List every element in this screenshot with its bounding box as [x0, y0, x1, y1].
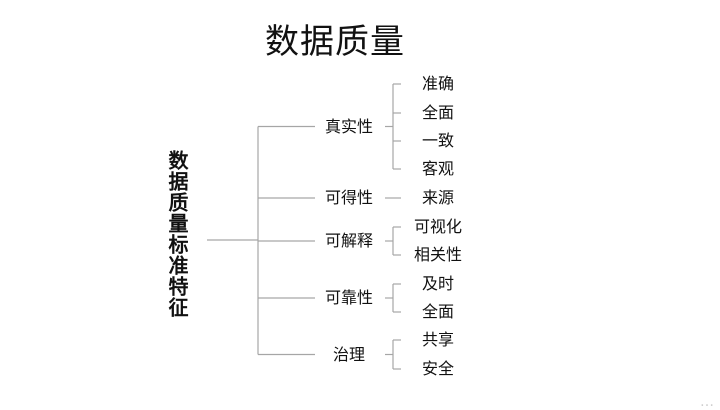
- branch-label: 可得性: [324, 188, 373, 207]
- child-label: 相关性: [413, 245, 462, 264]
- branch-label: 可靠性: [324, 288, 373, 307]
- child-label: 全面: [421, 302, 454, 321]
- watermark: …: [700, 394, 714, 410]
- child-label: 共享: [421, 330, 454, 349]
- child-label: 可视化: [413, 217, 462, 236]
- child-label: 全面: [421, 103, 454, 122]
- diagram-title: 数据质量: [265, 22, 405, 62]
- root-node-label: 数据质量标准特征: [165, 150, 189, 318]
- child-label: 准确: [421, 74, 454, 93]
- child-label: 及时: [421, 274, 454, 293]
- child-label: 安全: [421, 359, 454, 378]
- branch-label: 可解释: [324, 231, 373, 250]
- child-label: 来源: [421, 188, 454, 207]
- child-label: 一致: [421, 131, 454, 150]
- branch-label: 治理: [332, 344, 365, 364]
- child-label: 客观: [421, 159, 454, 178]
- branch-label: 真实性: [324, 116, 373, 136]
